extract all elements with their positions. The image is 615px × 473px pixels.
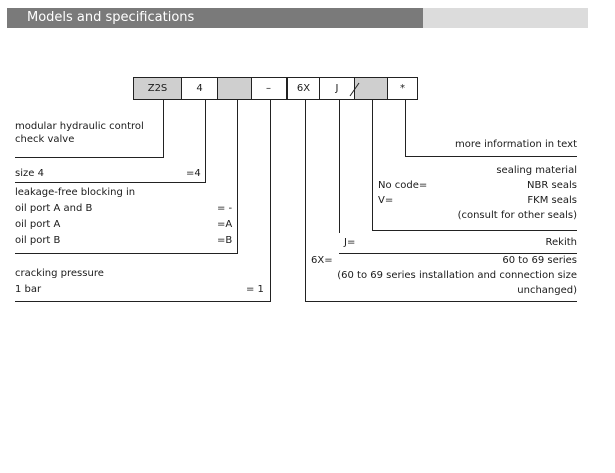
underline-more-info [405, 156, 577, 157]
j-value: Rekith [545, 237, 577, 248]
crack-value: = 1 [246, 284, 264, 295]
code-box-more-info: * [388, 77, 418, 100]
port-a-label: oil port A [15, 219, 61, 230]
crack-title: cracking pressure [15, 268, 104, 279]
leader-series [163, 100, 164, 157]
consult-note: (consult for other seals) [457, 210, 577, 221]
underline-rekith [339, 253, 577, 254]
leader-seal [372, 100, 373, 230]
sixx-note-line1: (60 to 69 series installation and connec… [337, 270, 577, 281]
code-box-size: 4 [182, 77, 218, 100]
more-info-text: more information in text [454, 139, 577, 150]
v-value: FKM seals [527, 195, 577, 206]
modular-line1: modular hydraulic control [15, 121, 144, 132]
underline-modular [15, 157, 164, 158]
code-box-rekith: J [320, 77, 355, 100]
sealing-title: sealing material [496, 165, 577, 176]
section-title: Models and specifications [7, 8, 423, 28]
code-box-pressure [252, 77, 287, 100]
leader-rekith [339, 100, 340, 233]
port-b-label: oil port B [15, 235, 61, 246]
leader-series-number [305, 100, 306, 301]
leader-more-info [405, 100, 406, 156]
leader-size [205, 100, 206, 182]
underline-seal [372, 230, 577, 231]
leak-title: leakage-free blocking in [15, 187, 136, 198]
size-label: size 4 [15, 168, 44, 179]
sixx-note-line2: unchanged) [517, 285, 577, 296]
code-box-blocking [218, 77, 252, 100]
crack-bar: 1 bar [15, 284, 42, 295]
code-box-seal [355, 77, 388, 100]
port-ab-value: = - [217, 203, 233, 214]
port-b-value: =B [217, 235, 233, 246]
no-code-label: No code= [378, 180, 428, 191]
underline-series-number [305, 301, 577, 302]
port-ab-label: oil port A and B [15, 203, 93, 214]
v-label: V= [378, 195, 394, 206]
underline-blocking [15, 253, 238, 254]
code-box-series: Z2S [133, 77, 182, 100]
no-code-value: NBR seals [527, 180, 577, 191]
underline-pressure [15, 301, 271, 302]
code-box-series-number: 6X [287, 77, 320, 100]
modular-line2: check valve [15, 134, 75, 145]
port-a-value: =A [217, 219, 233, 230]
section-title-bar [423, 8, 588, 28]
size-value: =4 [186, 168, 201, 179]
code-separator: – [266, 83, 271, 94]
j-label: J= [344, 237, 356, 248]
sixx-value: 60 to 69 series [502, 255, 577, 266]
underline-size [15, 182, 206, 183]
leader-pressure [270, 100, 271, 301]
sixx-label: 6X= [311, 255, 333, 266]
leader-blocking [237, 100, 238, 253]
